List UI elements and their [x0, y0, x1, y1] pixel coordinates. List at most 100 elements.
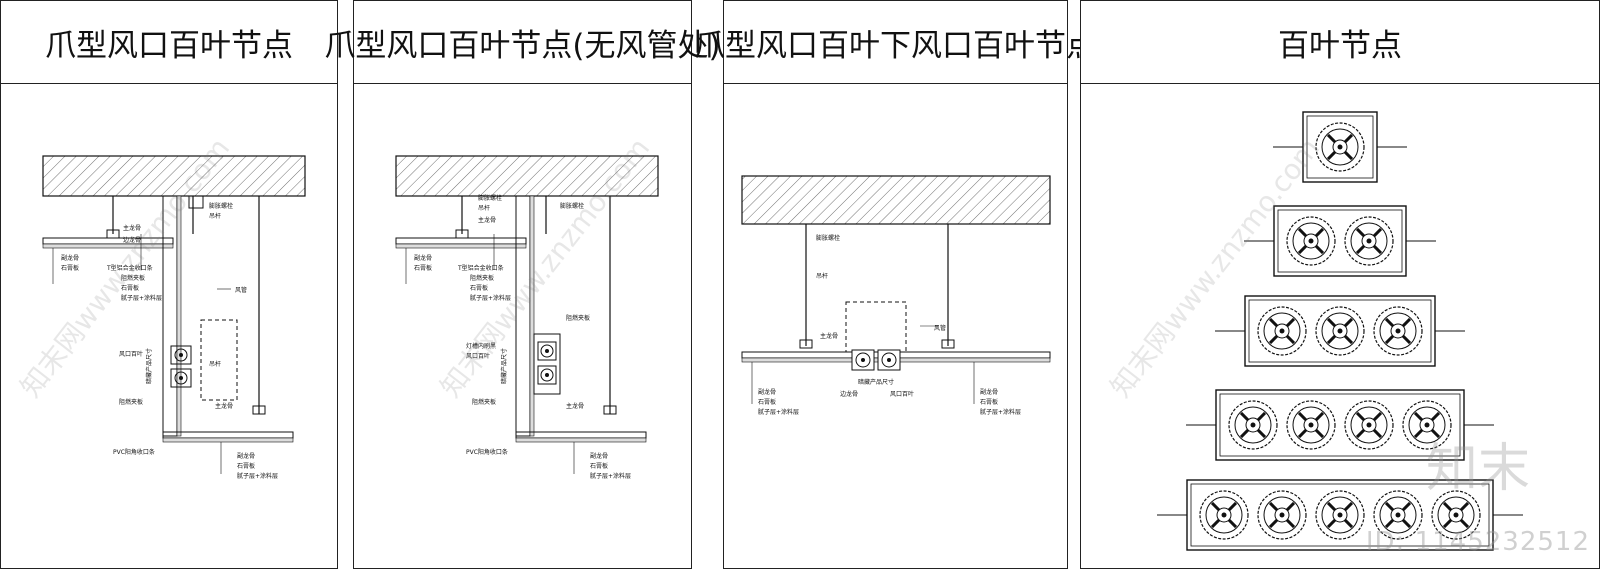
label-5: 暗藏产品尺寸 — [858, 378, 894, 386]
label-8: 阻燃夹板 — [470, 274, 494, 282]
panel-2-svg: 膨胀螺栓 吊杆 主龙骨 膨胀螺栓 副龙骨 石膏板 T型铝合金收口条 阻燃夹板 石… — [395, 155, 659, 480]
label-8: 副龙骨 — [758, 388, 776, 396]
panel-3-header: 爪型风口百叶下风口百叶节点 — [694, 1, 1097, 84]
louver-fan — [1315, 306, 1365, 356]
louver-grille-3 — [851, 349, 901, 371]
louver-fan — [1257, 306, 1307, 356]
louver-fan — [1373, 306, 1423, 356]
label-5: 副龙骨 — [414, 254, 432, 262]
label-15: 阻燃夹板 — [119, 398, 143, 406]
louver-grille-lower-2 — [537, 365, 557, 385]
label-10: 腻子层+涂料层 — [121, 294, 162, 302]
panel-2-title: 爪型风口百叶节点(无风管处) — [324, 27, 721, 64]
label-12: 灯槽内刷黑 — [466, 342, 496, 350]
louver-fan — [1315, 122, 1365, 172]
label-1: 膨胀螺栓 — [816, 234, 840, 242]
panel-1-svg: 膨胀螺栓 吊杆 主龙骨 边龙骨 副龙骨 石膏板 T型铝合金收口条 阻燃夹板 石膏… — [42, 155, 306, 480]
panel-3-title: 爪型风口百叶下风口百叶节点 — [694, 27, 1097, 64]
label-2: 吊杆 — [209, 212, 221, 220]
label-7: T型铝合金收口条 — [457, 264, 504, 272]
label-4: 膨胀螺栓 — [560, 202, 584, 210]
label-18: 副龙骨 — [237, 452, 255, 460]
panel-2-drawing: 膨胀螺栓 吊杆 主龙骨 膨胀螺栓 副龙骨 石膏板 T型铝合金收口条 阻燃夹板 石… — [354, 84, 691, 568]
louver-fan — [1286, 400, 1336, 450]
label-19: 石膏板 — [590, 462, 608, 470]
label-13: 腻子层+涂料层 — [980, 408, 1021, 416]
label-14: 暗藏产品尺寸 — [500, 348, 508, 384]
concrete-slab — [42, 155, 306, 197]
label-1: 膨胀螺栓 — [478, 194, 502, 202]
label-11: 风管 — [235, 286, 247, 294]
panel-3: 爪型风口百叶下风口百叶节点 膨胀螺栓 — [694, 0, 1097, 569]
panel-1: 爪型风口百叶节点 — [0, 0, 338, 569]
label-20: 腻子层+涂料层 — [237, 472, 278, 480]
louver-grille-lower — [170, 368, 192, 388]
louver-fan — [1431, 490, 1481, 540]
label-16: 主龙骨 — [566, 402, 584, 410]
panel-1-title: 爪型风口百叶节点 — [45, 27, 293, 64]
label-7: 风口百叶 — [890, 390, 914, 398]
label-2: 吊杆 — [478, 204, 490, 212]
label-20: 腻子层+涂料层 — [590, 472, 631, 480]
panel-3-drawing: 膨胀螺栓 吊杆 主龙骨 风管 暗藏产品尺寸 边龙骨 风口百叶 副龙骨 石膏板 腻… — [724, 84, 1067, 568]
panel-4: 百叶节点 — [1080, 0, 1600, 569]
panel-3-svg: 膨胀螺栓 吊杆 主龙骨 风管 暗藏产品尺寸 边龙骨 风口百叶 副龙骨 石膏板 腻… — [741, 175, 1051, 416]
panel-4-header: 百叶节点 — [1081, 1, 1599, 84]
panel-2: 爪型风口百叶节点(无风管处) — [324, 0, 721, 569]
label-1: 膨胀螺栓 — [209, 202, 233, 210]
label-17: PVC阳角收口条 — [466, 448, 508, 456]
label-2: 吊杆 — [816, 272, 828, 280]
label-14: 暗藏产品尺寸 — [145, 348, 153, 384]
watermark-brand: 知末 — [1425, 439, 1530, 499]
louver-row-4 — [1186, 389, 1494, 461]
label-3: 主龙骨 — [123, 224, 141, 232]
watermark-id: ID: 1145232512 — [1365, 527, 1590, 557]
louver-row-3 — [1215, 295, 1465, 367]
label-3: 主龙骨 — [820, 332, 838, 340]
louver-row-1 — [1273, 111, 1407, 183]
label-6: 边龙骨 — [840, 390, 858, 398]
panel-2-header: 爪型风口百叶节点(无风管处) — [324, 1, 721, 84]
louver-fan — [1228, 400, 1278, 450]
label-9: 石膏板 — [121, 284, 139, 292]
label-12: 风口百叶 — [119, 350, 143, 358]
louver-fan — [1315, 490, 1365, 540]
louver-grille-upper-2 — [537, 341, 557, 361]
label-7: T型铝合金收口条 — [106, 264, 153, 272]
label-10: 腻子层+涂料层 — [758, 408, 799, 416]
louver-fan — [1344, 216, 1394, 266]
louver-row-5 — [1157, 479, 1523, 551]
louver-fan — [1373, 490, 1423, 540]
louver-rows-svg — [1157, 111, 1523, 551]
label-6: 石膏板 — [414, 264, 432, 272]
louver-grille-upper — [170, 345, 192, 365]
label-8: 阻燃夹板 — [121, 274, 145, 282]
label-13: 吊杆 — [209, 360, 221, 368]
label-4: 风管 — [934, 324, 946, 332]
label-3: 主龙骨 — [478, 216, 496, 224]
label-15: 阻燃夹板 — [472, 398, 496, 406]
label-4: 边龙骨 — [123, 236, 141, 244]
label-17: PVC阳角收口条 — [113, 448, 155, 456]
label-6: 石膏板 — [61, 264, 79, 272]
label-19: 石膏板 — [237, 462, 255, 470]
louver-fan — [1257, 490, 1307, 540]
panel-4-drawing — [1081, 84, 1599, 568]
panel-1-drawing: 膨胀螺栓 吊杆 主龙骨 边龙骨 副龙骨 石膏板 T型铝合金收口条 阻燃夹板 石膏… — [1, 84, 337, 568]
label-13: 风口百叶 — [466, 352, 490, 360]
louver-fan — [1199, 490, 1249, 540]
label-12: 石膏板 — [980, 398, 998, 406]
label-11: 副龙骨 — [980, 388, 998, 396]
louver-fan — [1344, 400, 1394, 450]
label-18: 副龙骨 — [590, 452, 608, 460]
panel-1-header: 爪型风口百叶节点 — [1, 1, 337, 84]
panel-4-title: 百叶节点 — [1278, 27, 1402, 64]
label-16: 主龙骨 — [215, 402, 233, 410]
louver-fan — [1402, 400, 1452, 450]
label-11: 阻燃夹板 — [566, 314, 590, 322]
label-10: 腻子层+涂料层 — [470, 294, 511, 302]
label-5: 副龙骨 — [61, 254, 79, 262]
louver-row-2 — [1244, 205, 1436, 277]
label-9: 石膏板 — [470, 284, 488, 292]
louver-fan — [1286, 216, 1336, 266]
